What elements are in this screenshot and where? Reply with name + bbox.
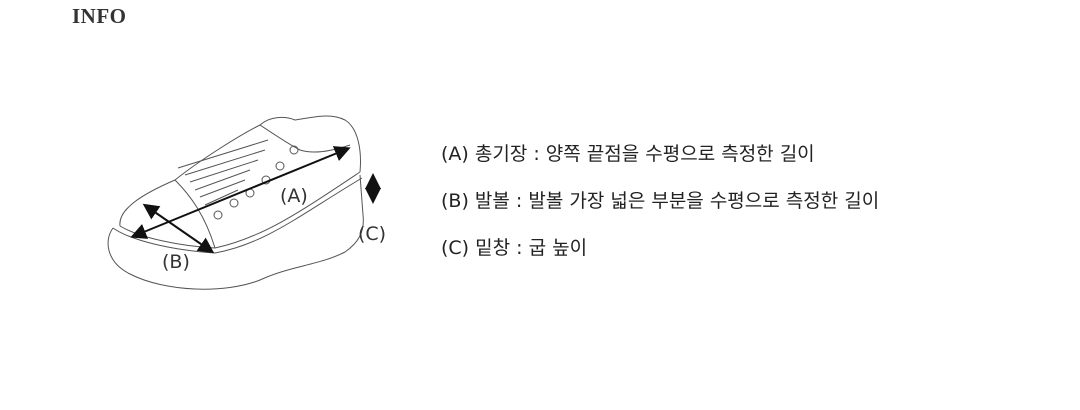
width-arrow-b: [142, 203, 215, 254]
legend-item-c: (C) 밑창 : 굽 높이: [441, 237, 588, 259]
shoe-measurement-diagram: (A) (B) (C): [107, 115, 386, 290]
section-title: INFO: [72, 4, 127, 28]
label-a: (A): [280, 185, 308, 207]
length-arrow-a: [130, 146, 351, 239]
label-c: (C): [358, 223, 386, 245]
measurement-legend: (A) 총기장 : 양쪽 끝점을 수평으로 측정한 길이 (B) 발볼 : 발볼…: [441, 142, 879, 283]
legend-item-b: (B) 발볼 : 발볼 가장 넓은 부분을 수평으로 측정한 길이: [441, 190, 880, 212]
shoe-outline: [107, 115, 364, 290]
label-b: (B): [162, 251, 190, 273]
legend-item-a: (A) 총기장 : 양쪽 끝점을 수평으로 측정한 길이: [441, 143, 815, 165]
